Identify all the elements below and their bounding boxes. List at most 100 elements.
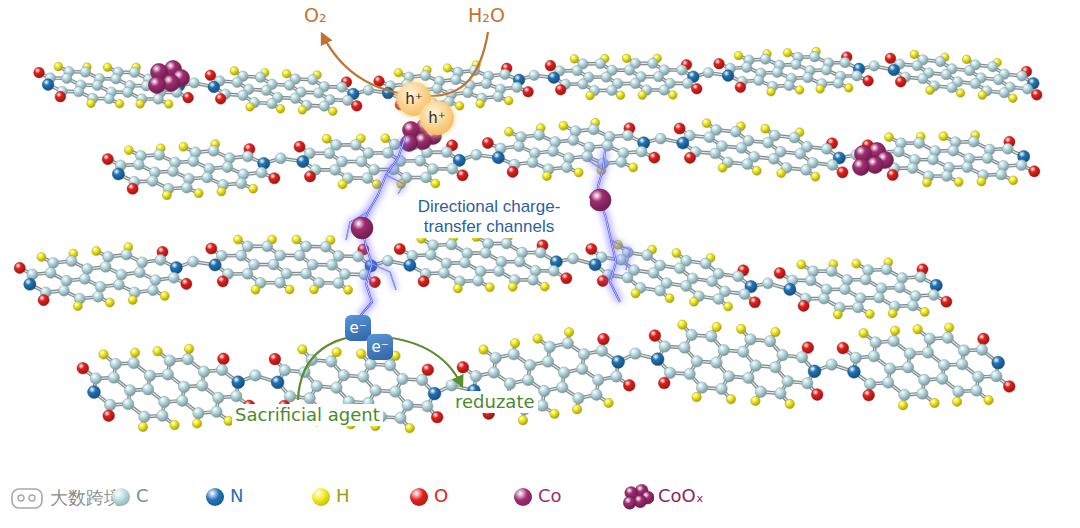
atom-sphere bbox=[342, 95, 352, 105]
atom-sphere bbox=[133, 159, 144, 170]
atom-sphere bbox=[236, 250, 247, 261]
atom-sphere bbox=[927, 154, 938, 165]
atom-sphere bbox=[100, 261, 111, 272]
atom-sphere bbox=[988, 61, 998, 71]
atom-sphere bbox=[92, 80, 102, 90]
atom-sphere bbox=[208, 81, 220, 93]
atom-sphere bbox=[202, 172, 213, 183]
atom-sphere bbox=[34, 67, 45, 78]
atom-sphere bbox=[821, 65, 831, 75]
atom-sphere bbox=[269, 173, 280, 184]
atom-sphere bbox=[672, 249, 681, 258]
atom-sphere bbox=[276, 105, 285, 114]
bond-group bbox=[108, 123, 1035, 195]
atom-sphere bbox=[112, 168, 124, 180]
atom-sphere bbox=[691, 83, 702, 94]
atom-sphere bbox=[307, 259, 318, 270]
atom-sphere bbox=[431, 179, 440, 188]
atom-sphere bbox=[147, 176, 158, 187]
atom-sphere bbox=[682, 78, 692, 88]
atom-sphere bbox=[912, 60, 922, 70]
atom-sphere bbox=[649, 152, 660, 163]
atom-sphere bbox=[443, 64, 452, 73]
atom-sphere bbox=[337, 82, 347, 92]
atom-sphere bbox=[242, 241, 253, 252]
atom-sphere bbox=[459, 257, 470, 268]
atom-sphere bbox=[1016, 160, 1027, 171]
atom-sphere bbox=[137, 257, 148, 268]
atom-sphere bbox=[811, 172, 820, 181]
atom-sphere bbox=[922, 178, 931, 187]
atom-sphere bbox=[121, 249, 132, 260]
atom-sphere bbox=[837, 167, 848, 178]
atom-sphere bbox=[534, 129, 545, 140]
atom-sphere bbox=[162, 191, 171, 200]
atom-sphere bbox=[115, 99, 124, 108]
atom-sphere bbox=[548, 72, 560, 84]
atom-sphere bbox=[677, 65, 687, 75]
atom-sphere bbox=[572, 65, 582, 75]
bond-group bbox=[20, 237, 947, 315]
atom-sphere bbox=[104, 93, 114, 103]
atom-sphere bbox=[350, 139, 361, 150]
atom-sphere bbox=[616, 91, 625, 100]
atom-sphere bbox=[887, 169, 898, 180]
atom-sphere bbox=[852, 71, 862, 81]
atom-sphere bbox=[324, 148, 335, 159]
atom-sphere bbox=[432, 83, 442, 93]
atom-sphere bbox=[102, 154, 113, 165]
atom-sphere bbox=[504, 96, 513, 105]
atom-sphere bbox=[480, 247, 491, 258]
atom-sphere bbox=[37, 252, 46, 261]
atom-sphere bbox=[124, 146, 133, 155]
atom-sphere bbox=[297, 155, 309, 167]
atom-sphere bbox=[962, 55, 971, 64]
atom-sphere bbox=[821, 143, 832, 154]
atom-sphere bbox=[869, 61, 879, 71]
atom-sphere bbox=[523, 86, 534, 97]
atom-sphere bbox=[595, 58, 605, 68]
atom-sphere bbox=[249, 184, 258, 193]
atom-sphere bbox=[722, 70, 734, 82]
atom-sphere bbox=[918, 73, 928, 83]
atom-sphere bbox=[570, 55, 579, 64]
atom-sphere bbox=[947, 82, 957, 92]
watermark-icon-dot bbox=[29, 495, 35, 501]
atom-sphere bbox=[164, 100, 173, 109]
atom-sphere bbox=[92, 246, 101, 255]
atom-sphere bbox=[222, 162, 233, 173]
atom-sphere bbox=[962, 162, 973, 173]
atom-sphere bbox=[455, 102, 464, 111]
cobalt-oxide-sphere bbox=[149, 77, 166, 94]
atom-sphere bbox=[736, 142, 747, 153]
atom-sphere bbox=[322, 134, 331, 143]
atom-sphere bbox=[261, 85, 271, 95]
atom-sphere bbox=[181, 182, 192, 193]
atom-sphere bbox=[996, 169, 1007, 180]
atom-sphere bbox=[338, 180, 347, 189]
atom-sphere bbox=[935, 56, 945, 66]
atom-sphere bbox=[542, 172, 551, 181]
atom-sphere bbox=[574, 168, 583, 177]
molecular-sheet bbox=[102, 118, 1040, 199]
atom-sphere bbox=[428, 240, 439, 251]
atom-sphere bbox=[155, 255, 166, 266]
atom-sphere bbox=[910, 50, 919, 59]
atom-sphere bbox=[447, 163, 458, 174]
atom-sphere bbox=[561, 162, 572, 173]
atom-sphere bbox=[304, 171, 315, 182]
atom-sphere bbox=[578, 79, 588, 89]
atom-sphere bbox=[313, 88, 323, 98]
atom-sphere bbox=[840, 57, 850, 67]
atom-sphere bbox=[800, 164, 811, 175]
atom-sphere bbox=[863, 76, 874, 87]
atom-sphere bbox=[527, 157, 538, 168]
atom-sphere bbox=[1009, 94, 1018, 103]
atom-sphere bbox=[329, 107, 338, 116]
layer-sheetb bbox=[102, 118, 1040, 199]
atom-sphere bbox=[238, 90, 248, 100]
atom-sphere bbox=[153, 94, 163, 104]
atom-sphere bbox=[674, 123, 685, 134]
atom-sphere bbox=[512, 82, 522, 92]
atom-sphere bbox=[677, 137, 689, 149]
